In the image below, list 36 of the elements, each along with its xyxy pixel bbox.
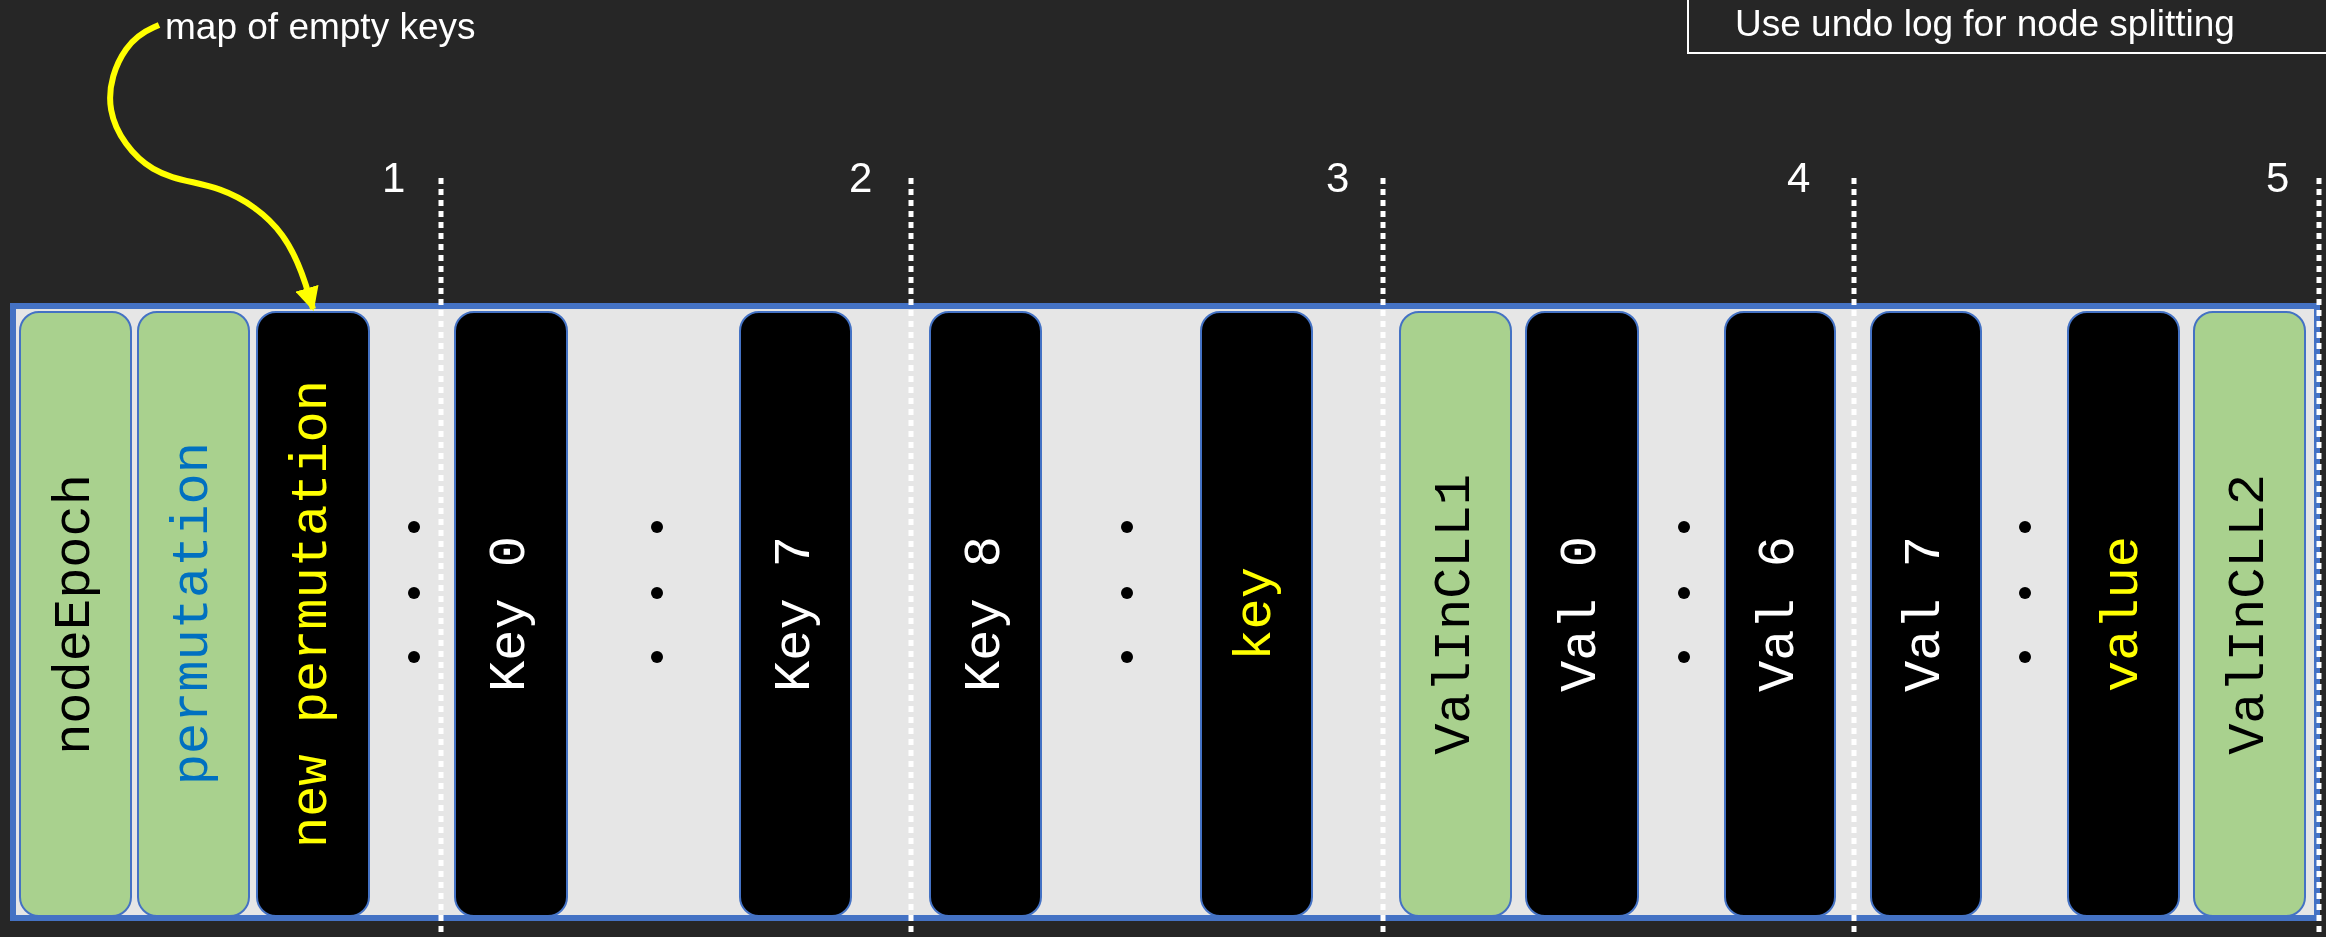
- note-text: Use undo log for node splitting: [1735, 2, 2235, 46]
- node-layout-frame: [10, 303, 2320, 921]
- field-name: ValInCLL2: [2223, 473, 2276, 755]
- field-name: nodeEpoch: [49, 473, 102, 755]
- field-name: new permutation: [287, 379, 339, 849]
- field-slot: [1200, 311, 1313, 917]
- field-slot: [2067, 311, 2180, 917]
- field-name: Key 7: [769, 536, 822, 692]
- field-slot: [256, 311, 370, 917]
- field-name: value: [2097, 536, 2150, 692]
- column-number: 3: [1326, 154, 1350, 202]
- field-name: permutation: [167, 442, 220, 786]
- field-slot: [137, 311, 250, 917]
- field-slot: [739, 311, 852, 917]
- field-slot: [1724, 311, 1836, 917]
- annotation-text: map of empty keys: [165, 6, 476, 47]
- field-name: Key 8: [959, 536, 1012, 692]
- field-slot: [1399, 311, 1512, 917]
- curved-arrow: [107, 22, 319, 312]
- column-number: 1: [382, 154, 406, 202]
- column-number: 2: [849, 154, 873, 202]
- field-name: Val 7: [1900, 536, 1952, 692]
- field-slot: [454, 311, 568, 917]
- field-name: ValInCLL1: [1429, 473, 1482, 755]
- field-slot: [929, 311, 1042, 917]
- field-slot: [19, 311, 132, 917]
- field-name: Val 6: [1754, 536, 1806, 692]
- field-slot: [1525, 311, 1639, 917]
- field-name: key: [1230, 567, 1283, 661]
- column-number: 5: [2266, 154, 2290, 202]
- field-name: Key 0: [485, 536, 537, 692]
- note-box: [1687, 0, 2326, 54]
- field-slot: [1870, 311, 1982, 917]
- column-number: 4: [1787, 154, 1811, 202]
- field-slot: [2193, 311, 2306, 917]
- field-name: Val 0: [1556, 536, 1608, 692]
